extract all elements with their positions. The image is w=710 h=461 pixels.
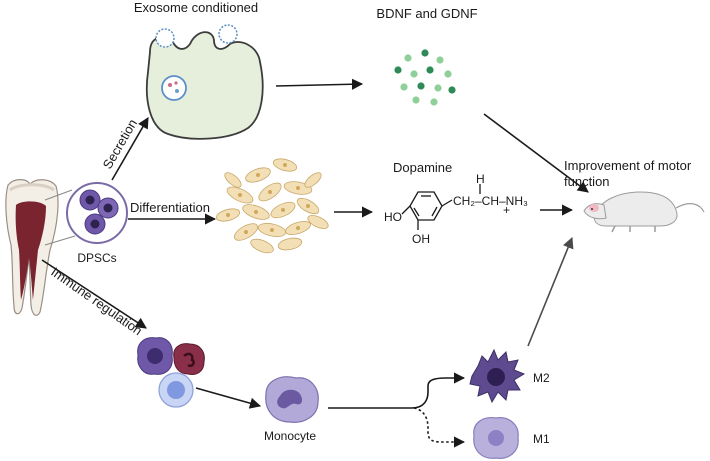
exosome-to-bdnf-arrow: [275, 78, 364, 90]
immune-cells-icon: [137, 337, 205, 408]
secretion-arrow: [111, 117, 149, 181]
dopamine-h: H: [476, 172, 485, 186]
m1-label: M1: [533, 432, 550, 446]
magnifier-line: [44, 189, 73, 201]
improvement-label-1: Improvement of motor: [564, 158, 692, 173]
m2-to-mouse-arrow: [527, 236, 574, 347]
differentiation-label: Differentiation: [130, 200, 210, 215]
monocyte-icon: [265, 376, 319, 423]
dopamine-plus: +: [503, 203, 510, 217]
exosome-title: Exosome conditioned: [134, 0, 258, 15]
stem-cell-icon: [66, 182, 128, 244]
dopamine-ho: HO: [384, 210, 402, 224]
m1-macrophage-icon: [473, 417, 519, 459]
mouse-icon: [583, 191, 705, 233]
bdnf-to-mouse-arrow: [483, 113, 589, 193]
dopamine-chain: CH₂–CH–NH₃: [453, 194, 528, 208]
immune-to-monocyte-arrow: [195, 387, 262, 409]
growth-factor-particles: [394, 49, 456, 106]
monocyte-to-m2-arrow: [328, 372, 466, 409]
monocyte-label: Monocyte: [264, 429, 316, 443]
exosome-icon: [145, 24, 264, 140]
monocyte-to-m1-arrow: [413, 407, 466, 448]
dopamine-structure: [401, 184, 481, 230]
m2-label: M2: [533, 371, 550, 385]
improvement-label-2: function: [564, 174, 610, 189]
dopamine-label: Dopamine: [393, 160, 452, 175]
m2-macrophage-icon: [469, 348, 526, 404]
tooth-icon: [5, 179, 59, 316]
dpscs-label: DPSCs: [77, 251, 116, 265]
secretion-label: Secretion: [100, 116, 140, 171]
dopamine-oh: OH: [412, 232, 430, 246]
neuron-cluster-icon: [215, 158, 329, 254]
neuron-nuclei: [226, 163, 310, 234]
immune-regulation-arrow: [41, 259, 147, 329]
bdnf-gdnf-label: BDNF and GDNF: [376, 6, 477, 21]
immune-regulation-label: Immune regulation: [48, 264, 145, 338]
magnifier-line: [44, 235, 76, 246]
